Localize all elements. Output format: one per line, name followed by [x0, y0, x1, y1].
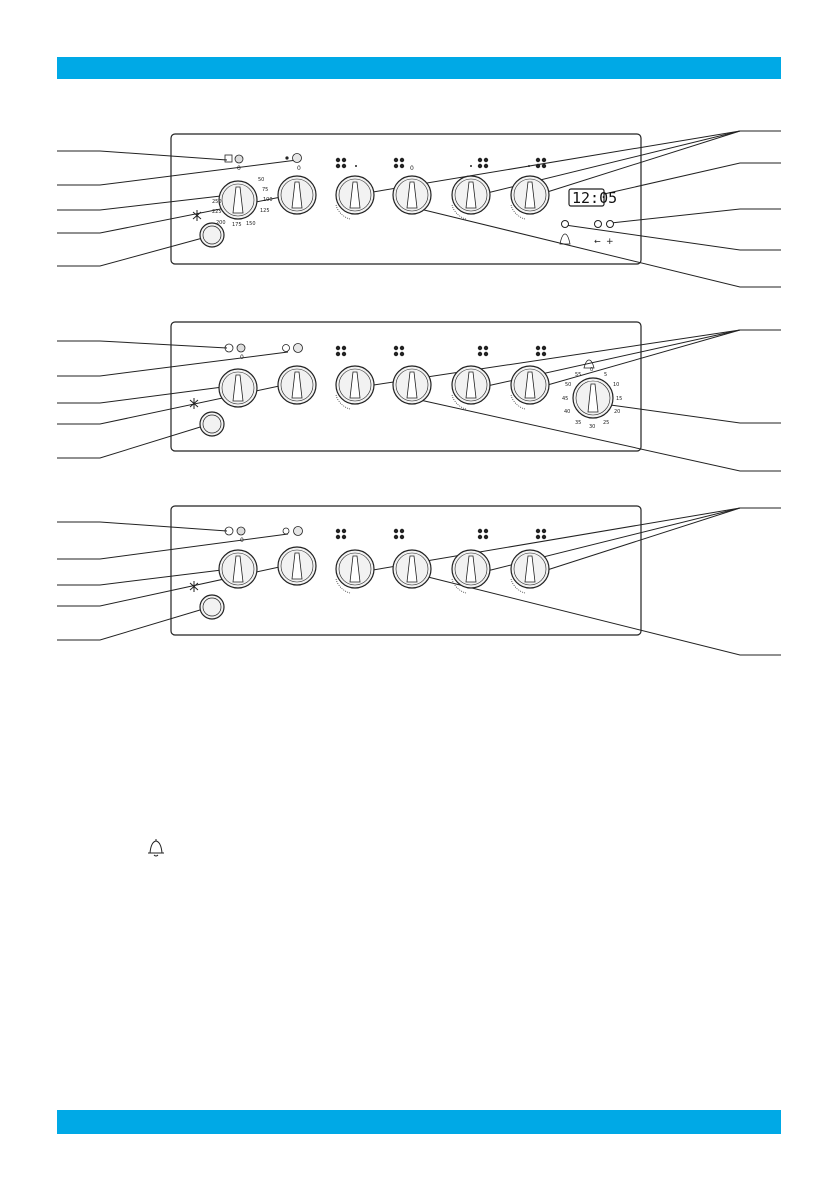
zero-label: 0: [237, 165, 241, 172]
light-icon: [224, 154, 233, 163]
bell-icon: [559, 233, 571, 245]
spark-icon: [192, 210, 202, 221]
power-icon: [224, 343, 234, 353]
timer-knob[interactable]: [572, 377, 614, 419]
svg-text:0: 0: [240, 537, 244, 544]
burner-position-icons: [335, 345, 547, 357]
zero-label: 0: [410, 165, 414, 172]
oven-function-knob[interactable]: [277, 365, 317, 405]
panel-1-frame: [170, 133, 642, 265]
power-indicator-light: [236, 526, 246, 536]
svg-text:100: 100: [263, 197, 273, 203]
svg-text:250: 250: [212, 199, 222, 205]
oven-function-knob[interactable]: [277, 175, 317, 215]
oven-thermostat-knob[interactable]: [218, 368, 258, 408]
svg-text:0: 0: [590, 367, 593, 373]
oven-thermostat-knob[interactable]: [218, 180, 258, 220]
svg-text:10: 10: [613, 382, 619, 388]
power-indicator-light: [236, 343, 246, 353]
burner-knob-2[interactable]: [392, 365, 432, 405]
svg-text:75: 75: [262, 187, 268, 193]
burner-knob-3[interactable]: [451, 175, 491, 215]
burner-knob-1[interactable]: [335, 175, 375, 215]
svg-text:45: 45: [562, 396, 568, 402]
timer-scale: 0 5 10 15 20 25 30 35 40 45 50 55: [562, 367, 622, 430]
burner-knob-4[interactable]: [510, 549, 550, 589]
panel-1: 0 0 50 75 100 125 150 175 200 225 250: [57, 130, 781, 288]
oven-thermostat-knob[interactable]: [218, 549, 258, 589]
spark-icon: [189, 398, 199, 409]
svg-text:125: 125: [260, 208, 270, 214]
oven-scale: 50 75 100 125 150 175 200 225 250: [212, 177, 273, 228]
power-indicator-light: [234, 154, 244, 164]
ignition-button[interactable]: [199, 222, 225, 248]
svg-text:150: 150: [246, 221, 256, 227]
burner-knob-1[interactable]: [335, 549, 375, 589]
svg-text:40: 40: [564, 409, 570, 415]
panel-2-frame: [170, 321, 642, 452]
burner-position-icons: [335, 528, 547, 540]
svg-text:225: 225: [212, 209, 222, 215]
svg-text:0: 0: [240, 354, 244, 361]
burner-knob-2[interactable]: [392, 175, 432, 215]
burner-knob-4[interactable]: [510, 365, 550, 405]
svg-text:20: 20: [614, 409, 620, 415]
burner-knob-2[interactable]: [392, 549, 432, 589]
panel-3-frame: [170, 505, 642, 636]
svg-text:30: 30: [589, 424, 595, 430]
thermostat-indicator-light: [293, 343, 303, 353]
ignition-button[interactable]: [199, 594, 225, 620]
svg-text:+: +: [606, 237, 614, 247]
burner-knob-3[interactable]: [451, 549, 491, 589]
clock-plus-button[interactable]: [606, 220, 614, 228]
svg-text:12:05: 12:05: [572, 189, 617, 207]
clock-minus-button[interactable]: [594, 220, 602, 228]
panel-3: 0: [57, 505, 781, 656]
clock-bell-button[interactable]: [561, 220, 569, 228]
bell-icon: [148, 839, 164, 857]
power-icon: [224, 526, 234, 536]
digital-clock-display: 12:05: [568, 188, 617, 207]
burner-knob-4[interactable]: [510, 175, 550, 215]
footer-bar: [57, 1110, 781, 1134]
burner-knob-3[interactable]: [451, 365, 491, 405]
svg-text:55: 55: [575, 372, 581, 378]
panel-2-callouts-right: [366, 329, 781, 472]
svg-text:5: 5: [604, 372, 607, 378]
burner-knob-1[interactable]: [335, 365, 375, 405]
dot-icon: [282, 344, 290, 352]
oven-function-knob[interactable]: [277, 546, 317, 586]
svg-text:50: 50: [565, 382, 571, 388]
svg-text:25: 25: [603, 420, 609, 426]
panel-3-callouts-right: [366, 507, 781, 656]
spark-icon: [189, 581, 199, 592]
svg-text:35: 35: [575, 420, 581, 426]
ignition-button[interactable]: [199, 411, 225, 437]
bell-icon: [583, 359, 595, 369]
dot-icon: [282, 527, 290, 535]
thermostat-indicator-light: [293, 526, 303, 536]
svg-text:175: 175: [232, 222, 242, 228]
thermostat-indicator-light: [292, 153, 302, 163]
zero-label: 0: [297, 165, 301, 172]
panel-2: 0: [57, 321, 781, 472]
header-bar: [57, 57, 781, 79]
svg-text:50: 50: [258, 177, 264, 183]
svg-text:←: ←: [594, 237, 601, 246]
svg-text:200: 200: [216, 220, 226, 226]
dot-icon: [285, 156, 289, 160]
burner-position-icons: [335, 157, 547, 169]
svg-text:15: 15: [616, 396, 622, 402]
